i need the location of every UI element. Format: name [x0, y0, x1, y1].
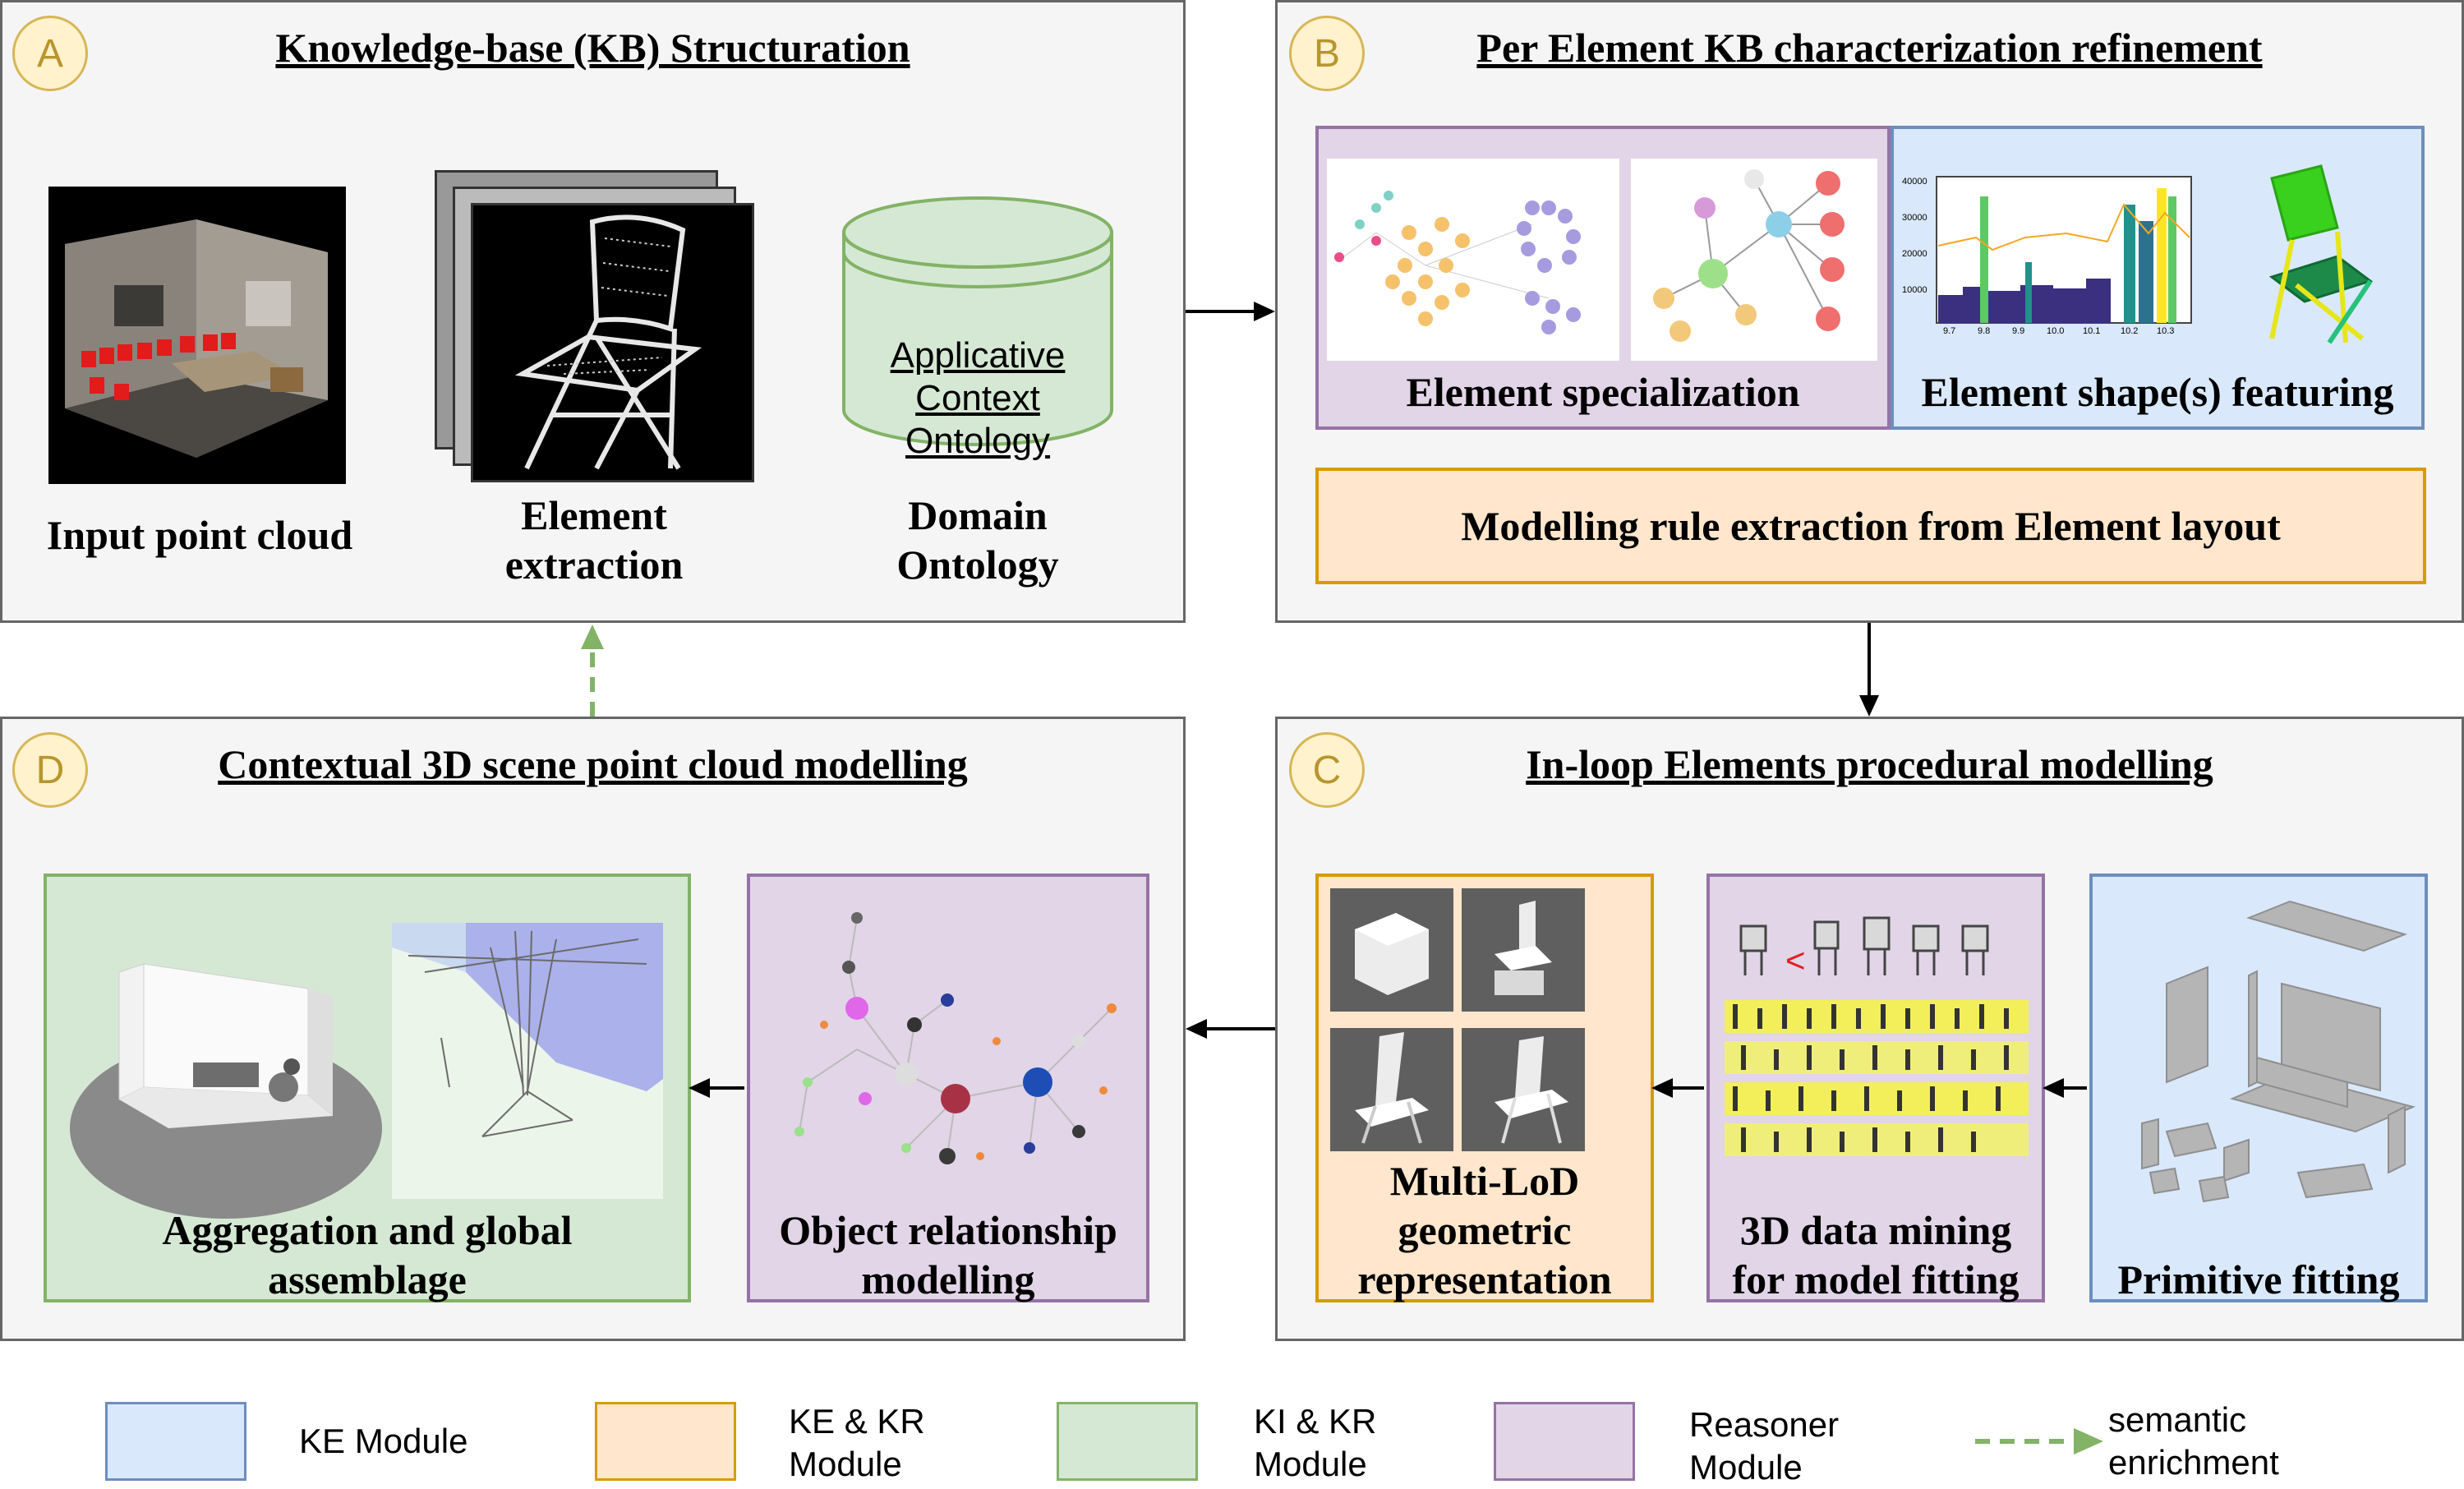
- arrow-a-to-b: [1186, 302, 1275, 321]
- element-extraction-stack: [435, 170, 755, 482]
- panel-c-title: In-loop Elements procedural modelling: [1526, 741, 2213, 787]
- ontology-graph-icon: [1653, 169, 1845, 342]
- colored-chair-icon: [2268, 164, 2374, 344]
- arrow-d-to-a-semantic: [581, 625, 604, 717]
- legend-kekr-label-line1: KE & KR: [789, 1402, 925, 1441]
- legend-ke-label: KE Module: [299, 1422, 468, 1460]
- graph-thumbnail-1: [1327, 159, 1619, 361]
- domain-ontology-label-line1: Domain: [908, 492, 1048, 538]
- element-shape-featuring-label: Element shape(s) featuring: [1921, 369, 2394, 415]
- input-point-cloud-image: [48, 187, 346, 484]
- x-tick-3: 9.9: [2012, 326, 2025, 336]
- legend-semantic-label-line1: semantic: [2108, 1400, 2247, 1439]
- data-mining-label-line1: 3D data mining: [1739, 1207, 2012, 1253]
- legend-kekr-swatch: [595, 1402, 736, 1481]
- multi-lod-label-line3: representation: [1357, 1256, 1612, 1302]
- element-specialization-box: Element specialization: [1315, 126, 1891, 430]
- aggregation-assemblage-box: Aggregation and global assemblage: [44, 874, 691, 1302]
- x-tick-6: 10.2: [2121, 326, 2139, 336]
- modelling-rule-extraction-label: Modelling rule extraction from Element l…: [1461, 503, 2281, 549]
- primitive-planes-icon: [2141, 900, 2416, 1203]
- legend: KE Module KE & KR Module KI & KR Module …: [0, 1364, 2464, 1487]
- aggregation-label-line2: assemblage: [268, 1256, 467, 1302]
- element-specialization-label: Element specialization: [1406, 369, 1800, 415]
- primitive-fitting-box: Primitive fitting: [2089, 874, 2428, 1302]
- shape-histogram-chart: 40000 30000 20000 10000 9.7 9.8 9.9 10.0…: [1902, 172, 2198, 344]
- cluster-graph-icon: [1334, 191, 1581, 334]
- db-text-line1: Applicative: [890, 335, 1066, 376]
- relationship-graph-icon: [794, 912, 1117, 1164]
- db-text-line3: Ontology: [905, 421, 1051, 461]
- multi-lod-label-line2: geometric: [1398, 1207, 1572, 1253]
- stack-frame-front: [471, 203, 754, 482]
- lod-renders-icon: [1330, 888, 1585, 1151]
- multi-lod-label-line1: Multi-LoD: [1389, 1158, 1580, 1204]
- y-tick-3: 20000: [1902, 249, 1927, 259]
- histogram-icon: [1936, 176, 2192, 324]
- input-point-cloud-label: Input point cloud: [46, 512, 353, 558]
- panel-d-title: Contextual 3D scene point cloud modellin…: [218, 741, 968, 787]
- y-tick-4: 10000: [1902, 285, 1927, 295]
- panel-d-contextual-modelling: D Contextual 3D scene point cloud modell…: [0, 717, 1186, 1341]
- legend-kikr-label-line1: KI & KR: [1254, 1402, 1377, 1441]
- legend-kekr-label-line2: Module: [789, 1445, 902, 1483]
- wireframe-scene-icon: [392, 923, 663, 1137]
- element-extraction-label-line1: Element: [521, 492, 667, 538]
- room-point-cloud-icon: [65, 219, 328, 458]
- x-tick-7: 10.3: [2157, 326, 2175, 336]
- arrow-c-to-d: [1186, 1019, 1275, 1039]
- data-mining-box: < 3D data mining for model fitting: [1706, 874, 2045, 1302]
- primitive-fitting-label: Primitive fitting: [2117, 1256, 2400, 1302]
- legend-reasoner-label-line1: Reasoner: [1689, 1405, 1840, 1444]
- arrow-b-to-c: [1859, 623, 1879, 717]
- object-relationship-label-line2: modelling: [861, 1256, 1035, 1302]
- panel-b-kb-refinement: B Per Element KB characterization refine…: [1275, 0, 2464, 623]
- legend-reasoner-label-line2: Module: [1689, 1448, 1803, 1487]
- legend-semantic-label-line2: enrichment: [2108, 1443, 2279, 1482]
- panel-d-badge: D: [12, 732, 88, 808]
- chair-database-icon: [1725, 916, 2029, 1156]
- legend-kikr-swatch: [1057, 1402, 1198, 1481]
- panel-a-title: Knowledge-base (KB) Structuration: [275, 25, 910, 71]
- graph-thumbnail-2: [1631, 159, 1877, 361]
- x-tick-2: 9.8: [1978, 326, 1991, 336]
- y-tick-1: 40000: [1902, 177, 1927, 187]
- object-relationship-box: Object relationship modelling: [747, 874, 1149, 1302]
- domain-ontology-database-icon: [842, 196, 1113, 446]
- panel-a-badge: A: [12, 16, 88, 91]
- y-tick-2: 30000: [1902, 213, 1927, 223]
- panel-b-title: Per Element KB characterization refineme…: [1476, 25, 2263, 71]
- x-tick-1: 9.7: [1943, 326, 1956, 336]
- db-text-line2: Context: [915, 378, 1040, 418]
- x-tick-4: 10.0: [2047, 326, 2065, 336]
- aggregation-label-line1: Aggregation and global: [162, 1207, 573, 1253]
- panel-a-kb-structuration: A Knowledge-base (KB) Structuration Inpu…: [0, 0, 1186, 623]
- multi-lod-box: Multi-LoD geometric representation: [1315, 874, 1654, 1302]
- object-relationship-label-line1: Object relationship: [779, 1207, 1117, 1253]
- domain-ontology-label-line2: Ontology: [896, 542, 1059, 588]
- panel-b-badge: B: [1289, 16, 1365, 91]
- chair-wireframe-icon: [514, 214, 702, 470]
- panel-c-procedural-modelling: C In-loop Elements procedural modelling …: [1275, 717, 2464, 1341]
- data-mining-label-line2: for model fitting: [1732, 1256, 2020, 1302]
- legend-reasoner-swatch: [1494, 1402, 1635, 1481]
- element-extraction-label-line2: extraction: [504, 542, 684, 588]
- wireframe-render-thumbnail: [392, 923, 663, 1199]
- room-render-icon: [70, 963, 382, 1219]
- legend-ke-swatch: [105, 1402, 246, 1481]
- x-tick-5: 10.1: [2083, 326, 2101, 336]
- less-than-symbol: <: [1785, 941, 1806, 980]
- room-render-thumbnail: [70, 923, 382, 1219]
- legend-kikr-label-line2: Module: [1254, 1445, 1367, 1483]
- element-shape-featuring-box: 40000 30000 20000 10000 9.7 9.8 9.9 10.0…: [1891, 126, 2425, 430]
- panel-c-badge: C: [1289, 732, 1365, 808]
- legend-semantic-arrow-icon: [1975, 1428, 2103, 1454]
- modelling-rule-extraction-box: Modelling rule extraction from Element l…: [1315, 468, 2426, 584]
